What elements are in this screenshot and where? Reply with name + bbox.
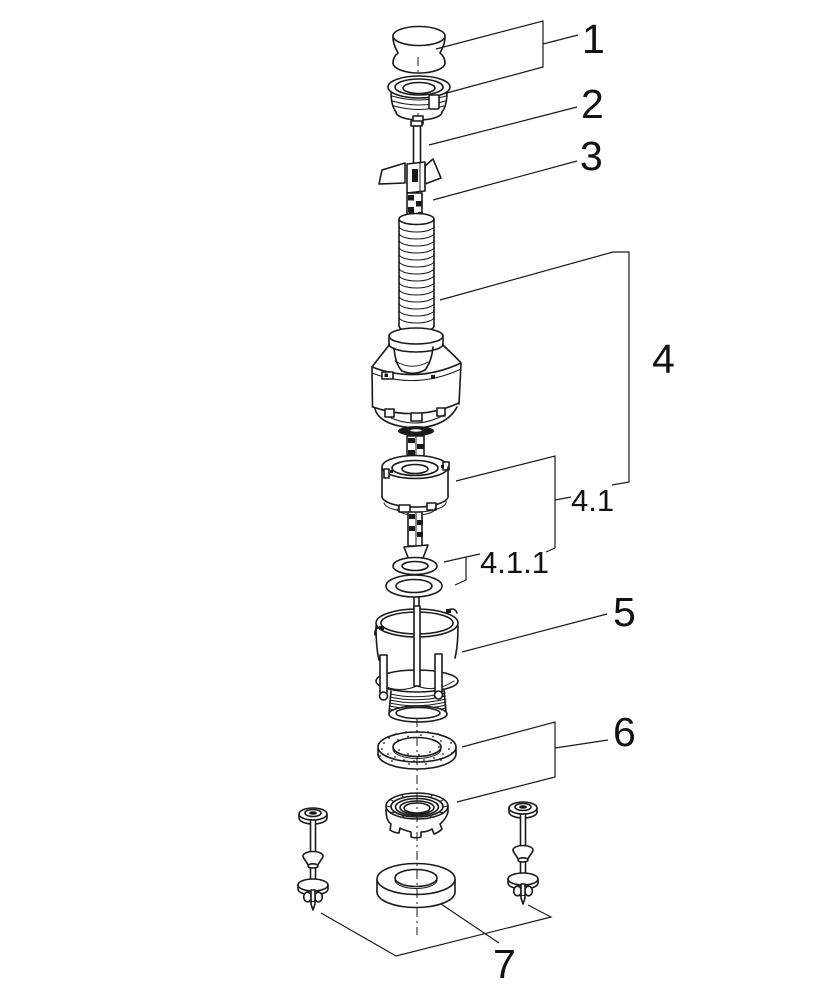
part-5-valve-seat-housing [374,605,459,723]
leader-4-1 [455,455,572,553]
push-button-cap [392,25,446,74]
bellows-hose [398,211,435,333]
callout-label-2: 2 [581,81,604,127]
rubber-gasket [376,862,456,909]
callout-label-7: 7 [493,941,516,987]
leader-4 [439,251,630,486]
mounting-bolt-left [297,807,329,911]
callout-label-5: 5 [613,589,636,635]
callout-labels: 1 2 3 4 4.1 4.1.1 5 6 7 [480,16,675,987]
leader-lines [320,20,630,957]
callout-label-1: 1 [582,16,605,62]
part-7-gasket-and-bolts [297,801,539,911]
leader-5 [461,613,608,653]
callout-label-6: 6 [613,709,636,755]
part-4-valve-unit [371,211,462,457]
leader-3 [432,160,578,201]
callout-label-4: 4 [652,336,675,382]
fiber-washer [377,730,457,770]
valve-body [371,327,462,457]
part-1-push-button [387,25,451,125]
leader-6 [456,721,609,803]
callout-label-4-1-1: 4.1.1 [480,545,549,580]
washer-speckles [379,730,453,765]
leader-4-1-1 [443,553,481,586]
callout-label-4-1: 4.1 [571,483,614,518]
mounting-bolt-right [507,801,539,905]
push-button-housing [387,75,451,125]
leader-2 [428,106,578,146]
part-4-1-cartridge [381,454,450,561]
leader-7 [320,903,553,957]
callout-label-3: 3 [580,133,603,179]
part-3-wing-coupler [378,158,442,219]
leader-1 [435,20,579,95]
part-4-1-1-seal-set [385,556,443,598]
part-2-actuating-rod [410,120,423,169]
